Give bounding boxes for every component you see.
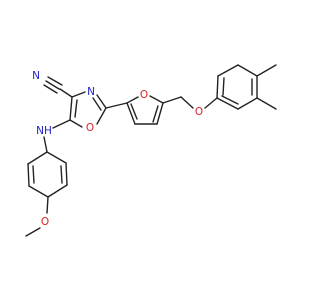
bond-cn-triple-2	[47, 76, 63, 86]
bond-c5-nh	[52, 119, 71, 129]
bond-ar2	[65, 162, 68, 186]
bond-ar-ome	[46, 196, 49, 214]
bond-f5	[126, 102, 136, 125]
bond-f3-double	[152, 105, 159, 123]
bond-f5-double	[130, 103, 138, 120]
ether-o-label: O	[195, 106, 203, 118]
bond-dm6-double	[221, 95, 239, 105]
furan-o-label: O	[140, 89, 148, 101]
bond-f2	[149, 95, 164, 104]
oxazole-n-label: N	[87, 86, 95, 98]
bond-o-methyl	[25, 227, 41, 237]
bond-methyl-4	[256, 64, 277, 77]
bond-c5-c4-double	[74, 99, 78, 118]
bond-c-c4	[59, 88, 73, 98]
bond-f3	[156, 102, 164, 125]
methoxyphenyl-ring	[25, 151, 68, 237]
bond-ch2-o	[180, 96, 194, 109]
oxazole-o-label: O	[86, 122, 94, 134]
bond-dm1	[216, 75, 219, 99]
bond-ar5	[27, 163, 30, 187]
bond-n3-c2	[96, 94, 107, 109]
amine-link	[43, 119, 71, 153]
bond-ar3	[47, 184, 68, 198]
bond-ar2-double	[60, 165, 63, 184]
bond-methyl-3	[256, 97, 277, 110]
methyleneoxy-link	[162, 96, 218, 109]
bond-dm2	[217, 64, 239, 77]
bond-nh-aryl	[43, 136, 48, 153]
methoxy-o-label: O	[41, 216, 49, 228]
bond-c4-n3	[71, 91, 86, 98]
bond-ar1	[46, 151, 67, 164]
bond-ar6	[27, 151, 48, 165]
bond-f1	[126, 96, 139, 104]
nitrile-group	[43, 76, 73, 98]
bond-oxazole-furan	[105, 102, 128, 109]
molecule-diagram: N N O O O NH O	[25, 64, 277, 237]
furan-ring	[126, 95, 164, 125]
bond-ch2	[162, 96, 182, 104]
nitrile-n-label: N	[32, 70, 40, 82]
bond-ar4	[28, 185, 49, 198]
bond-c2-o1	[96, 107, 107, 125]
bond-dm1-double	[222, 77, 225, 96]
bond-n3-c2-double	[92, 97, 102, 111]
bond-ar5-double	[32, 165, 35, 184]
bond-o-aryl	[204, 97, 218, 109]
bond-cn-triple-1	[45, 80, 60, 90]
nh-label: NH	[36, 125, 52, 137]
oxazole-ring	[69, 91, 107, 128]
bond-cn-triple-3	[43, 84, 58, 94]
bond-c5-c4	[69, 96, 73, 121]
bond-dm3	[237, 64, 258, 77]
bond-dm5	[237, 97, 258, 110]
dimethylphenyl-ring	[216, 64, 277, 110]
bond-o1-c5	[69, 119, 83, 128]
bond-dm6	[216, 97, 239, 110]
structure-canvas: N N O O O NH O	[25, 64, 277, 237]
